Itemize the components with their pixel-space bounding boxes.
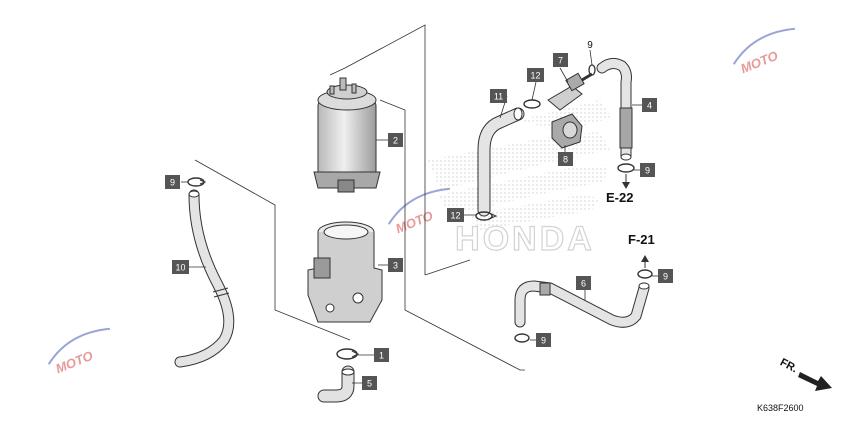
callout-9-left: 9 xyxy=(165,175,180,189)
clamp-left xyxy=(187,177,207,187)
hose-right-vertical xyxy=(596,57,633,161)
clamp-bottom xyxy=(336,348,360,360)
fuel-pump-canister xyxy=(313,77,381,193)
honda-wing-watermark: HONDA xyxy=(428,100,612,259)
callout-4: 4 xyxy=(642,98,657,112)
svg-text:9: 9 xyxy=(663,272,668,282)
diagram-code: K638F2600 xyxy=(757,403,804,413)
svg-text:6: 6 xyxy=(581,279,586,289)
svg-text:10: 10 xyxy=(175,263,185,273)
callout-2: 2 xyxy=(388,133,403,147)
svg-text:12: 12 xyxy=(530,71,540,81)
callout-1: 1 xyxy=(374,348,389,362)
moto-watermark-bottom-left: MOTO xyxy=(47,327,110,376)
svg-text:5: 5 xyxy=(367,379,372,389)
svg-text:1: 1 xyxy=(379,351,384,361)
honda-brand-text: HONDA xyxy=(455,220,595,258)
callout-10: 10 xyxy=(172,260,189,274)
clamp-bottom-right-a xyxy=(514,333,530,343)
clip-top xyxy=(588,64,596,76)
callout-9-right: 9 xyxy=(640,163,655,177)
hose-long-left xyxy=(174,189,235,368)
reference-f21: F-21 xyxy=(628,232,655,247)
svg-text:MOTO: MOTO xyxy=(393,208,435,236)
clamp-right xyxy=(617,163,635,189)
clamp-bottom-right-b xyxy=(637,255,653,279)
svg-text:9: 9 xyxy=(170,178,175,188)
callout-6: 6 xyxy=(576,276,591,290)
callout-8: 8 xyxy=(558,152,573,166)
damper-bracket xyxy=(551,113,583,149)
svg-text:9: 9 xyxy=(541,336,546,346)
moto-watermark-top-right: MOTO xyxy=(732,27,795,76)
callout-3: 3 xyxy=(388,258,403,272)
callout-12-center: 12 xyxy=(447,208,464,222)
svg-text:MOTO: MOTO xyxy=(53,348,95,376)
callout-12-top: 12 xyxy=(527,68,544,82)
clamp-center xyxy=(475,211,498,221)
reference-e22: E-22 xyxy=(606,190,633,205)
assembly-lines xyxy=(194,24,525,371)
svg-text:2: 2 xyxy=(393,136,398,146)
callout-7: 7 xyxy=(553,53,568,67)
hose-bottom-right xyxy=(514,280,650,328)
svg-text:MOTO: MOTO xyxy=(738,48,780,76)
front-direction-label: FR. xyxy=(778,356,799,375)
svg-text:4: 4 xyxy=(647,101,652,111)
svg-text:11: 11 xyxy=(494,92,503,102)
hose-short-bottom xyxy=(317,365,355,403)
svg-text:7: 7 xyxy=(558,56,563,66)
callout-9-top: 9 xyxy=(587,40,593,51)
front-direction-arrow: FR. xyxy=(778,356,832,391)
callout-5: 5 xyxy=(362,376,377,390)
callout-9-bottom-right: 9 xyxy=(658,269,673,283)
hose-center xyxy=(477,107,525,217)
clamp-top xyxy=(523,99,541,109)
svg-text:8: 8 xyxy=(563,155,568,165)
callout-11: 11 xyxy=(490,89,507,103)
svg-text:9: 9 xyxy=(587,40,593,51)
callout-9-bottom: 9 xyxy=(536,333,551,347)
svg-text:3: 3 xyxy=(393,261,398,271)
svg-text:12: 12 xyxy=(450,211,460,221)
svg-text:9: 9 xyxy=(645,166,650,176)
pump-holder xyxy=(307,221,383,323)
joint-fitting xyxy=(547,72,593,111)
